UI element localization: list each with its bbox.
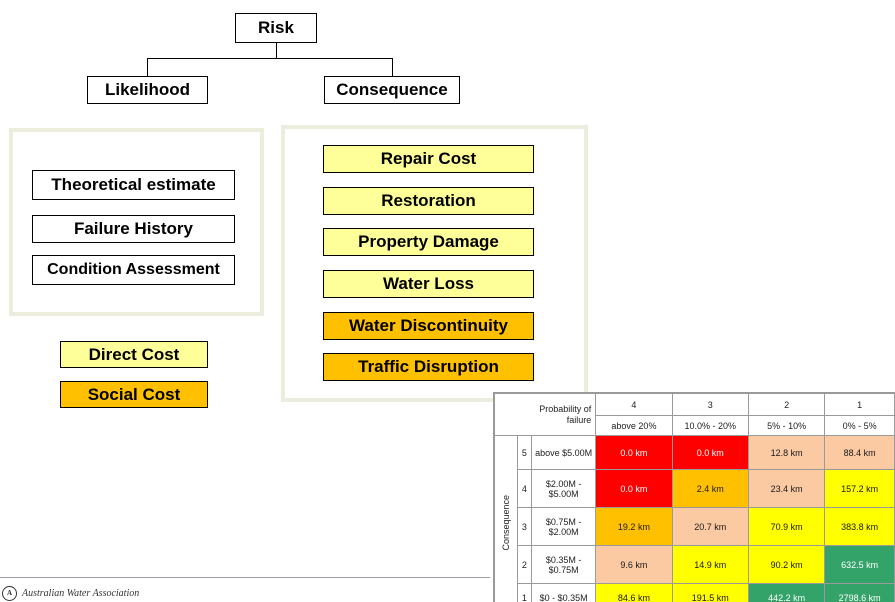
consequence-item-property-damage: Property Damage	[323, 228, 534, 256]
matrix-cell: 2798.6 km	[824, 583, 895, 602]
matrix-cell: 632.5 km	[824, 545, 895, 584]
likelihood-item-condition-assessment: Condition Assessment	[32, 255, 235, 285]
footer-divider	[0, 577, 490, 578]
consequence-item-water-loss: Water Loss	[323, 270, 534, 298]
footer-org-name: Australian Water Association	[22, 587, 140, 599]
matrix-col-range: 0% - 5%	[824, 415, 895, 436]
matrix-cell: 20.7 km	[671, 507, 749, 546]
matrix-corner: Probability of failure	[494, 393, 597, 436]
legend-social-cost: Social Cost	[60, 381, 208, 408]
consequence-item-restoration: Restoration	[323, 187, 534, 215]
matrix-col-range: 5% - 10%	[747, 415, 826, 436]
matrix-col-range: 10.0% - 20%	[671, 415, 749, 436]
matrix-row-range: above $5.00M	[530, 435, 597, 470]
matrix-col-rank: 1	[824, 393, 895, 416]
matrix-row-rank: 1	[516, 583, 532, 602]
consequence-node: Consequence	[324, 76, 460, 104]
matrix-row-rank: 5	[516, 435, 532, 470]
matrix-row-rank: 2	[516, 545, 532, 584]
risk-node: Risk	[235, 13, 317, 43]
matrix-row-range: $2.00M - $5.00M	[530, 469, 597, 508]
matrix-cell: 0.0 km	[595, 469, 673, 508]
risk-matrix: Probability of failure 4 3 2 1 above 20%…	[493, 392, 895, 602]
awa-logo-icon: A	[2, 585, 17, 601]
matrix-col-rank: 3	[671, 393, 749, 416]
matrix-cell: 23.4 km	[747, 469, 826, 508]
matrix-row-rank: 4	[516, 469, 532, 508]
likelihood-node: Likelihood	[87, 76, 208, 104]
matrix-cell: 19.2 km	[595, 507, 673, 546]
matrix-cell: 191.5 km	[671, 583, 749, 602]
connector-horizontal	[147, 58, 392, 59]
matrix-cell: 84.6 km	[595, 583, 673, 602]
matrix-cell: 90.2 km	[747, 545, 826, 584]
matrix-cell: 9.6 km	[595, 545, 673, 584]
consequence-item-water-discontinuity: Water Discontinuity	[323, 312, 534, 340]
connector-root-down	[276, 42, 277, 58]
matrix-corner-line2: failure	[566, 414, 592, 425]
matrix-col-range: above 20%	[595, 415, 673, 436]
consequence-item-repair-cost: Repair Cost	[323, 145, 534, 173]
matrix-cell: 0.0 km	[595, 435, 673, 470]
matrix-corner-line1: Probability of	[539, 403, 592, 414]
matrix-cell: 383.8 km	[824, 507, 895, 546]
matrix-cell: 0.0 km	[671, 435, 749, 470]
matrix-row-range: $0.75M - $2.00M	[530, 507, 597, 546]
risk-matrix-table: Probability of failure 4 3 2 1 above 20%…	[494, 393, 895, 602]
likelihood-item-theoretical-estimate: Theoretical estimate	[32, 170, 235, 200]
matrix-row-axis-label: Consequence	[494, 435, 518, 602]
matrix-cell: 2.4 km	[671, 469, 749, 508]
matrix-row-range: $0 - $0.35M	[530, 583, 597, 602]
connector-left-down	[147, 58, 148, 76]
matrix-cell: 14.9 km	[671, 545, 749, 584]
matrix-col-rank: 2	[747, 393, 826, 416]
likelihood-item-failure-history: Failure History	[32, 215, 235, 243]
matrix-col-rank: 4	[595, 393, 673, 416]
matrix-cell: 88.4 km	[824, 435, 895, 470]
matrix-cell: 70.9 km	[747, 507, 826, 546]
legend-direct-cost: Direct Cost	[60, 341, 208, 368]
matrix-cell: 12.8 km	[747, 435, 826, 470]
matrix-cell: 157.2 km	[824, 469, 895, 508]
consequence-item-traffic-disruption: Traffic Disruption	[323, 353, 534, 381]
connector-right-down	[392, 58, 393, 76]
footer-org: A Australian Water Association	[2, 585, 139, 601]
matrix-cell: 442.2 km	[747, 583, 826, 602]
matrix-row-rank: 3	[516, 507, 532, 546]
matrix-row-range: $0.35M - $0.75M	[530, 545, 597, 584]
consequence-axis-text: Consequence	[500, 494, 511, 551]
